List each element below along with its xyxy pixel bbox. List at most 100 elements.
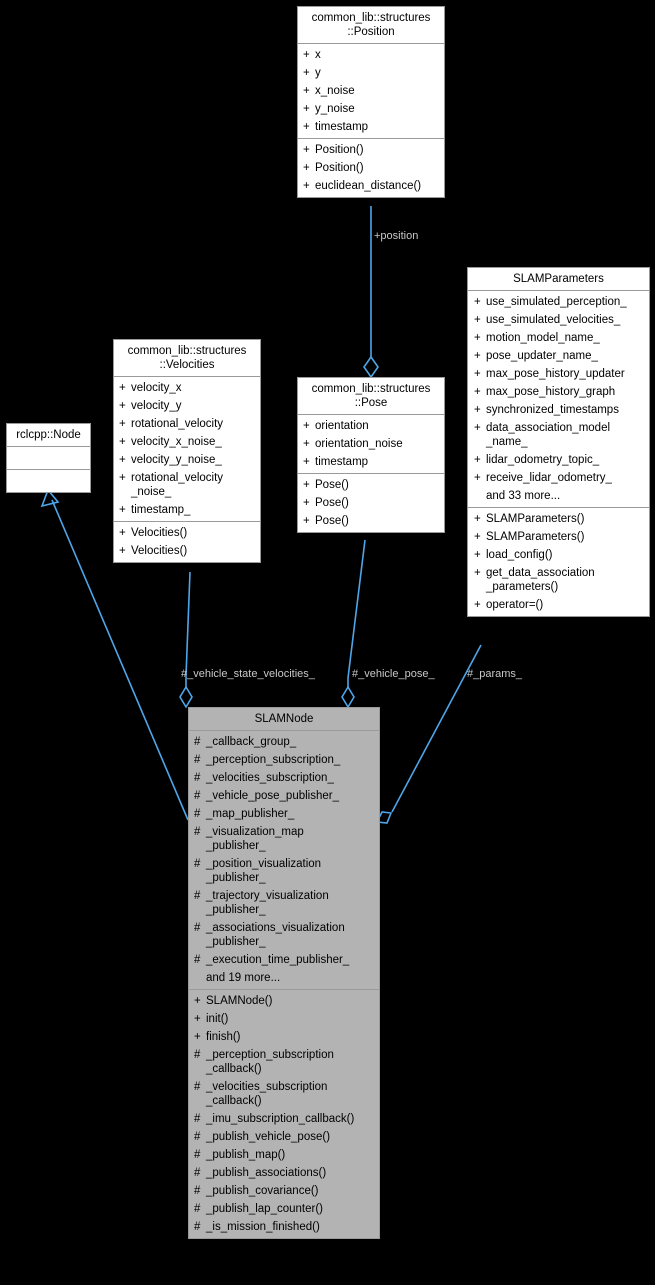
member-name: _perception_subscription _callback() [206, 1049, 334, 1075]
edge-velocities-slamnode [179, 571, 193, 709]
visibility-marker: # [194, 1131, 201, 1143]
member-name: _perception_subscription_ [206, 754, 341, 766]
operations-compartment-rclcpp-node [7, 469, 90, 492]
operation-row: #_is_mission_finished() [189, 1218, 379, 1236]
operation-row: # _publish_map() [189, 1146, 379, 1164]
member-name: rotational_velocity [131, 418, 224, 430]
visibility-marker: + [119, 545, 126, 557]
member-name: _vehicle_pose_publisher_ [206, 790, 339, 802]
visibility-marker: + [303, 515, 310, 527]
visibility-marker: + [194, 1031, 201, 1043]
attribute-row: +receive_lidar_odometry_ [468, 469, 649, 487]
operation-row: +finish() [189, 1028, 379, 1046]
member-name: and 33 more... [486, 490, 561, 502]
member-name: _callback_group_ [206, 736, 297, 748]
member-name: timestamp [315, 456, 369, 468]
attribute-row: +timestamp [298, 118, 444, 136]
edge-pose-slamnode [341, 539, 366, 709]
operation-row: +Velocities() [114, 542, 260, 560]
attribute-row: +x [298, 46, 444, 64]
attribute-row: +y [298, 64, 444, 82]
visibility-marker: + [303, 85, 310, 97]
attribute-row: +velocity_x_noise_ [114, 433, 260, 451]
member-name: max_pose_history_updater [486, 368, 625, 380]
attribute-row: #_associations_visualization _publisher_ [189, 919, 379, 951]
operation-row: + init() [189, 1010, 379, 1028]
member-name: orientation [315, 420, 369, 432]
attribute-row: + orientation [298, 417, 444, 435]
operations-compartment-pose: +Pose() +Pose() +Pose() [298, 473, 444, 532]
visibility-marker: + [474, 549, 481, 561]
operation-row: #_imu_subscription_callback() [189, 1110, 379, 1128]
attribute-row: +data_association_model _name_ [468, 419, 649, 451]
member-name: _execution_time_publisher_ [206, 954, 350, 966]
member-name: orientation_noise [315, 438, 403, 450]
member-name: Pose() [315, 497, 349, 509]
visibility-marker: # [194, 808, 201, 820]
class-box-slamparameters[interactable]: SLAMParameters + use_simulated_perception… [467, 267, 650, 617]
attributes-compartment-velocities: +velocity_x +velocity_y +rotational_velo… [114, 376, 260, 521]
visibility-marker: + [303, 67, 310, 79]
operations-compartment-slamnode: +SLAMNode() +init() +finish() #_percepti… [189, 989, 379, 1238]
visibility-marker: + [474, 422, 481, 434]
visibility-marker: + [474, 332, 481, 344]
visibility-marker: + [474, 472, 481, 484]
attribute-row: #_visualization_map _publisher_ [189, 823, 379, 855]
member-name: _position_visualization _publisher_ [206, 858, 322, 884]
visibility-marker: # [194, 1149, 201, 1161]
operations-compartment-slamparameters: +SLAMParameters() +SLAMParameters() +loa… [468, 507, 649, 616]
member-name: timestamp_ [131, 504, 191, 516]
member-name: velocity_y_noise_ [131, 454, 222, 466]
member-name: _publish_vehicle_pose() [206, 1131, 331, 1143]
member-name: init() [206, 1013, 229, 1025]
visibility-marker: # [194, 1185, 201, 1197]
visibility-marker: + [194, 1013, 201, 1025]
member-name: synchronized_timestamps [486, 404, 619, 416]
member-name: _imu_subscription_callback() [206, 1113, 355, 1125]
class-box-pose[interactable]: common_lib::structures ::Pose +orientati… [297, 377, 445, 533]
class-title-slamparameters: SLAMParameters [513, 273, 604, 285]
member-name: _publish_map() [206, 1149, 286, 1161]
visibility-marker: + [474, 599, 481, 611]
attribute-row: #_vehicle_pose_publisher_ [189, 787, 379, 805]
member-name: use_simulated_perception_ [486, 296, 627, 308]
class-box-velocities[interactable]: common_lib::structures ::Velocities +vel… [113, 339, 261, 563]
member-name: Position() [315, 162, 364, 174]
class-box-position[interactable]: common_lib::structures ::Position +x +y … [297, 6, 445, 198]
member-name: _velocities_subscription _callback() [206, 1081, 328, 1107]
operation-row: +euclidean_distance() [298, 177, 444, 195]
attributes-compartment-slamnode: # _callback_group_ # _perception_subscript… [189, 730, 379, 989]
attribute-row: + timestamp [298, 453, 444, 471]
operation-row: #_publish_covariance() [189, 1182, 379, 1200]
class-box-rclcpp-node[interactable]: rclcpp::Node [6, 423, 91, 493]
operation-row: +SLAMParameters() [468, 510, 649, 528]
class-box-slamnode[interactable]: SLAMNode #_callback_group_ #_perception_… [188, 707, 380, 1239]
member-name: y [315, 67, 321, 79]
member-name: Pose() [315, 515, 349, 527]
visibility-marker: + [303, 456, 310, 468]
operation-row: #_perception_subscription _callback() [189, 1046, 379, 1078]
visibility-marker: + [303, 420, 310, 432]
visibility-marker: + [119, 472, 126, 484]
member-name: max_pose_history_graph [486, 386, 616, 398]
attribute-row: +max_pose_history_updater [468, 365, 649, 383]
visibility-marker: + [119, 527, 126, 539]
visibility-marker: + [474, 296, 481, 308]
visibility-marker: # [194, 736, 201, 748]
attribute-row: #_velocities_subscription_ [189, 769, 379, 787]
visibility-marker: + [303, 49, 310, 61]
attributes-compartment-pose: + orientation + orientation_noise + timesta… [298, 414, 444, 473]
member-name: _visualization_map _publisher_ [206, 826, 304, 852]
attribute-overflow-note: and 19 more... [189, 969, 379, 987]
class-title-velocities: common_lib::structures ::Velocities [127, 345, 247, 371]
attribute-row: # _trajectory_visualization _publisher_ [189, 887, 379, 919]
visibility-marker: # [194, 1203, 201, 1215]
member-name: _trajectory_visualization _publisher_ [206, 890, 329, 916]
attribute-row: +y_noise [298, 100, 444, 118]
member-name: Pose() [315, 479, 349, 491]
attribute-row: +use_simulated_velocities_ [468, 311, 649, 329]
visibility-marker: + [119, 382, 126, 394]
visibility-marker: # [194, 890, 201, 902]
visibility-marker: # [194, 754, 201, 766]
operation-row: +Pose() [298, 476, 444, 494]
